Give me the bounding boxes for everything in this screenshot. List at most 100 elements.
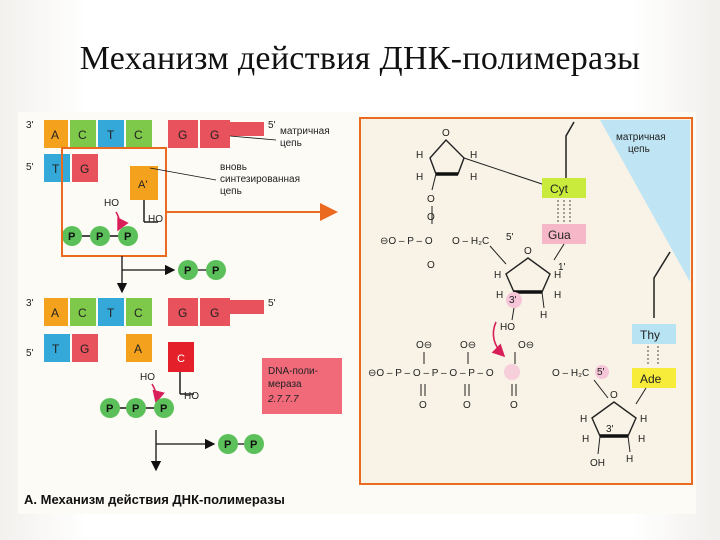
- phosphate-circle: [206, 260, 226, 280]
- phosphate-label: P: [68, 231, 75, 243]
- charge-o: O⊖: [518, 340, 534, 351]
- ho-label: HO: [148, 214, 163, 225]
- h-atom: H: [554, 270, 561, 281]
- top-base-3: T: [107, 128, 115, 142]
- one-prime-mark: 1': [558, 262, 566, 273]
- top-new-base-2: G: [80, 162, 89, 176]
- thy-highlight: [632, 324, 676, 344]
- new-chain-label-line1: вновь: [220, 162, 247, 173]
- ho-label: HO: [184, 391, 199, 402]
- ring-oxygen: O: [610, 390, 618, 401]
- dna-polymerase-box: DNA-поли- мераза 2.7.7.7: [262, 358, 342, 414]
- incoming-base-label: C: [177, 353, 185, 365]
- five-prime-mark: 5': [597, 367, 605, 378]
- bottom-stage: 3' 5' 5' A C T C G G T G A: [26, 298, 342, 472]
- base-block-c: [126, 120, 152, 148]
- new-chain-label-line2: синтезированная: [220, 174, 300, 185]
- bottom-base-1: A: [51, 306, 59, 320]
- polymerase-label-line1: DNA-поли-: [268, 366, 318, 377]
- template-label-line2: цепь: [280, 138, 302, 149]
- polymerase-label-line3: 2.7.7.7: [267, 394, 299, 405]
- three-prime-mark: 3': [509, 295, 517, 306]
- strand-tail: [230, 300, 264, 314]
- phosphate-circle: [62, 226, 82, 246]
- detail-template-label-line1: матричная: [616, 132, 666, 143]
- base-block-t: [44, 154, 70, 182]
- phosphate-circle: [100, 398, 120, 418]
- phosphate-label: P: [106, 403, 113, 415]
- mechanism-diagram: 3' 5' 5' A C T C G G T G: [24, 117, 693, 507]
- o-atom: O: [463, 400, 471, 411]
- bottom-new-5prime: 5': [26, 348, 34, 359]
- h-atom: H: [640, 414, 647, 425]
- ring-oxygen: O: [442, 128, 450, 139]
- phosphate-label: P: [96, 231, 103, 243]
- incoming-triphosphate: O⊖ O⊖ O⊖ ⊖O – P – O – P – O – P – O O O …: [368, 340, 609, 411]
- bottom-triphosphate: P P P: [100, 398, 174, 418]
- phosphate-circle: [178, 260, 198, 280]
- h-atom: H: [416, 150, 423, 161]
- bottom-sugar-ring: O H H H H 3' OH H: [580, 390, 647, 469]
- h-atom: H: [470, 172, 477, 183]
- ho-label-detail: HO: [500, 322, 515, 333]
- bottom-base-2: C: [78, 306, 87, 320]
- o-atom: O: [419, 400, 427, 411]
- middle-sugar-ring: O H H H H 1' 3' HO H: [491, 246, 566, 358]
- o-atom: O: [427, 260, 435, 271]
- incoming-base-label: A': [138, 179, 147, 191]
- base-block-t: [44, 334, 70, 362]
- slide-title: Механизм действия ДНК-полимеразы: [79, 40, 641, 77]
- gua-highlight: [542, 224, 586, 244]
- base-block-a: [44, 298, 68, 326]
- five-prime-marker: [595, 365, 609, 379]
- phosphate-circle: [244, 434, 264, 454]
- top-template-5prime: 5': [268, 120, 276, 131]
- h-atom: H: [540, 310, 547, 321]
- phosphate-circle: [126, 398, 146, 418]
- top-template-3prime: 3': [26, 120, 34, 131]
- polymerase-badge: [262, 358, 342, 414]
- detail-template-label-line2: цепь: [628, 144, 650, 155]
- upper-phosphodiester: ⊖O – P – O O O O – H₂C 5': [380, 212, 514, 271]
- oh-label: OH: [590, 458, 605, 469]
- base-block-g: [168, 120, 198, 148]
- ch2-lower: O – H₂C: [552, 368, 589, 379]
- active-site-highlight: [61, 147, 167, 257]
- base-block-g: [168, 298, 198, 326]
- base-block-g: [72, 154, 98, 182]
- base-ade: Ade: [640, 372, 662, 386]
- phosphate-label: P: [132, 403, 139, 415]
- base-cyt: Cyt: [550, 182, 569, 196]
- bottom-new-base-3: A: [134, 342, 142, 356]
- incoming-base-block: [130, 166, 158, 200]
- dna-polymerase-figure: 3' 5' 5' A C T C G G T G: [18, 112, 696, 514]
- o-atom: O: [427, 194, 435, 205]
- phosphate-circle: [154, 398, 174, 418]
- phosphate-label: P: [124, 231, 131, 243]
- base-block-g: [72, 334, 98, 362]
- incoming-base-block: [168, 342, 194, 372]
- bottom-template-5prime: 5': [268, 298, 276, 309]
- ade-highlight: [632, 368, 676, 388]
- h-atom: H: [626, 454, 633, 465]
- three-prime-marker: [506, 292, 522, 308]
- phosphate-label: P: [160, 403, 167, 415]
- ho-label: HO: [140, 372, 155, 383]
- top-base-1: A: [51, 128, 59, 142]
- chemical-detail-panel: матричная цепь O H H H H O ⊖O – P – O O …: [359, 117, 693, 485]
- base-block-g: [200, 298, 230, 326]
- bottom-new-strand: T G A: [44, 334, 152, 362]
- bottom-template-3prime: 3': [26, 298, 34, 309]
- top-incoming-nucleotide: A' HO HO: [104, 166, 163, 232]
- top-stage: 3' 5' 5' A C T C G G T G: [26, 120, 338, 294]
- cyt-highlight: [542, 178, 586, 198]
- phosphate-upper-label: ⊖O – P – O: [380, 236, 433, 247]
- bottom-incoming-nucleotide: C HO HO: [140, 342, 199, 404]
- alpha-phosphate-marker: [504, 364, 520, 380]
- top-base-5: G: [178, 128, 187, 142]
- o-atom: O: [427, 212, 435, 223]
- top-base-4: C: [134, 128, 143, 142]
- template-band: [600, 120, 690, 282]
- ch2-upper: O – H₂C: [452, 236, 489, 247]
- base-block-t: [98, 120, 124, 148]
